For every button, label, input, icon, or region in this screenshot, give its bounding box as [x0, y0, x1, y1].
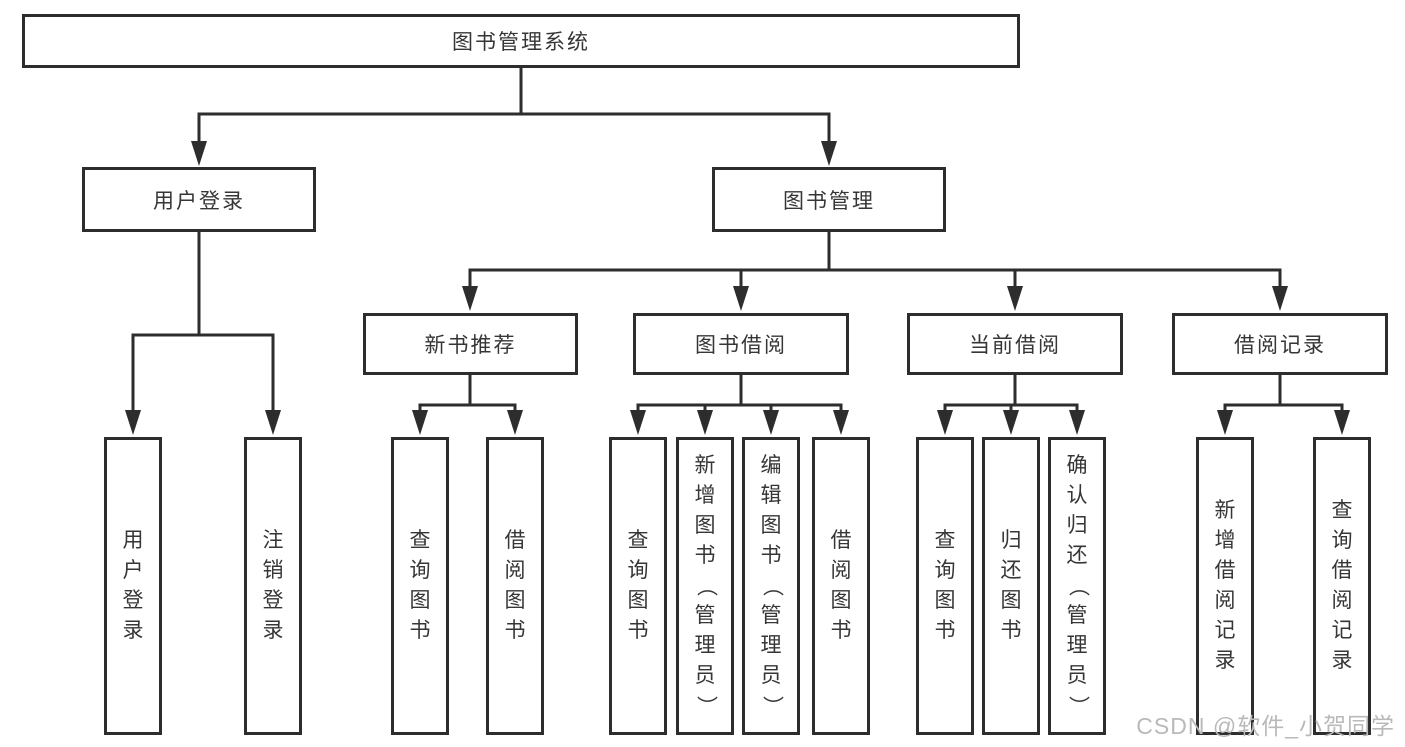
- leaf-confirm-return-admin: 确认归还（管理员）: [1048, 437, 1106, 735]
- arrowhead-borrowing-records: [1272, 286, 1288, 311]
- arrowhead-newbook-borrow: [507, 410, 523, 435]
- leaf-return-books: 归还图书: [982, 437, 1040, 735]
- leaf-edit-books-admin: 编辑图书（管理员）: [742, 437, 800, 735]
- arrowhead-newbook-query: [412, 410, 428, 435]
- arrowhead-current-query: [937, 410, 953, 435]
- arrowhead-records-query: [1334, 410, 1350, 435]
- arrowhead-user-login: [191, 141, 207, 166]
- leaf-newbook-query-books: 查询图书: [391, 437, 449, 735]
- connector-book-management-to-level3: [462, 230, 1288, 311]
- leaf-query-borrow-record: 查询借阅记录: [1313, 437, 1371, 735]
- node-new-book-recommendation: 新书推荐: [363, 313, 578, 375]
- arrowhead-leaf-user-login: [125, 410, 141, 435]
- connector-root-to-level2: [191, 66, 837, 166]
- arrowhead-current-confirm: [1069, 410, 1085, 435]
- arrowhead-book-management: [821, 141, 837, 166]
- leaf-borrowing-query-books: 查询图书: [609, 437, 667, 735]
- connector-records-to-leaves: [1217, 373, 1350, 435]
- arrowhead-borrowing-add: [697, 410, 713, 435]
- connector-user-login-to-leaves: [125, 230, 281, 435]
- arrowhead-book-borrowing: [733, 286, 749, 311]
- leaf-logout: 注销登录: [244, 437, 302, 735]
- arrowhead-records-add: [1217, 410, 1233, 435]
- node-root-library-system: 图书管理系统: [22, 14, 1020, 68]
- leaf-add-books-admin: 新增图书（管理员）: [676, 437, 734, 735]
- node-current-borrowing: 当前借阅: [907, 313, 1123, 375]
- arrowhead-current-borrowing: [1007, 286, 1023, 311]
- node-book-management: 图书管理: [712, 167, 946, 232]
- arrowhead-current-return: [1003, 410, 1019, 435]
- csdn-watermark: CSDN @软件_小贺同学: [1136, 713, 1395, 739]
- arrowhead-new-book: [462, 286, 478, 311]
- connector-new-book-to-leaves: [412, 373, 523, 435]
- arrowhead-borrowing-edit: [763, 410, 779, 435]
- arrowhead-borrowing-borrow: [833, 410, 849, 435]
- node-user-login: 用户登录: [82, 167, 316, 232]
- leaf-current-query-books: 查询图书: [916, 437, 974, 735]
- connector-borrowing-to-leaves: [630, 373, 849, 435]
- arrowhead-leaf-logout: [265, 410, 281, 435]
- leaf-borrowing-borrow-books: 借阅图书: [812, 437, 870, 735]
- leaf-user-login: 用户登录: [104, 437, 162, 735]
- arrowhead-borrowing-query: [630, 410, 646, 435]
- node-book-borrowing: 图书借阅: [633, 313, 849, 375]
- leaf-newbook-borrow-books: 借阅图书: [486, 437, 544, 735]
- leaf-add-borrow-record: 新增借阅记录: [1196, 437, 1254, 735]
- connector-current-to-leaves: [937, 373, 1085, 435]
- node-borrowing-records: 借阅记录: [1172, 313, 1388, 375]
